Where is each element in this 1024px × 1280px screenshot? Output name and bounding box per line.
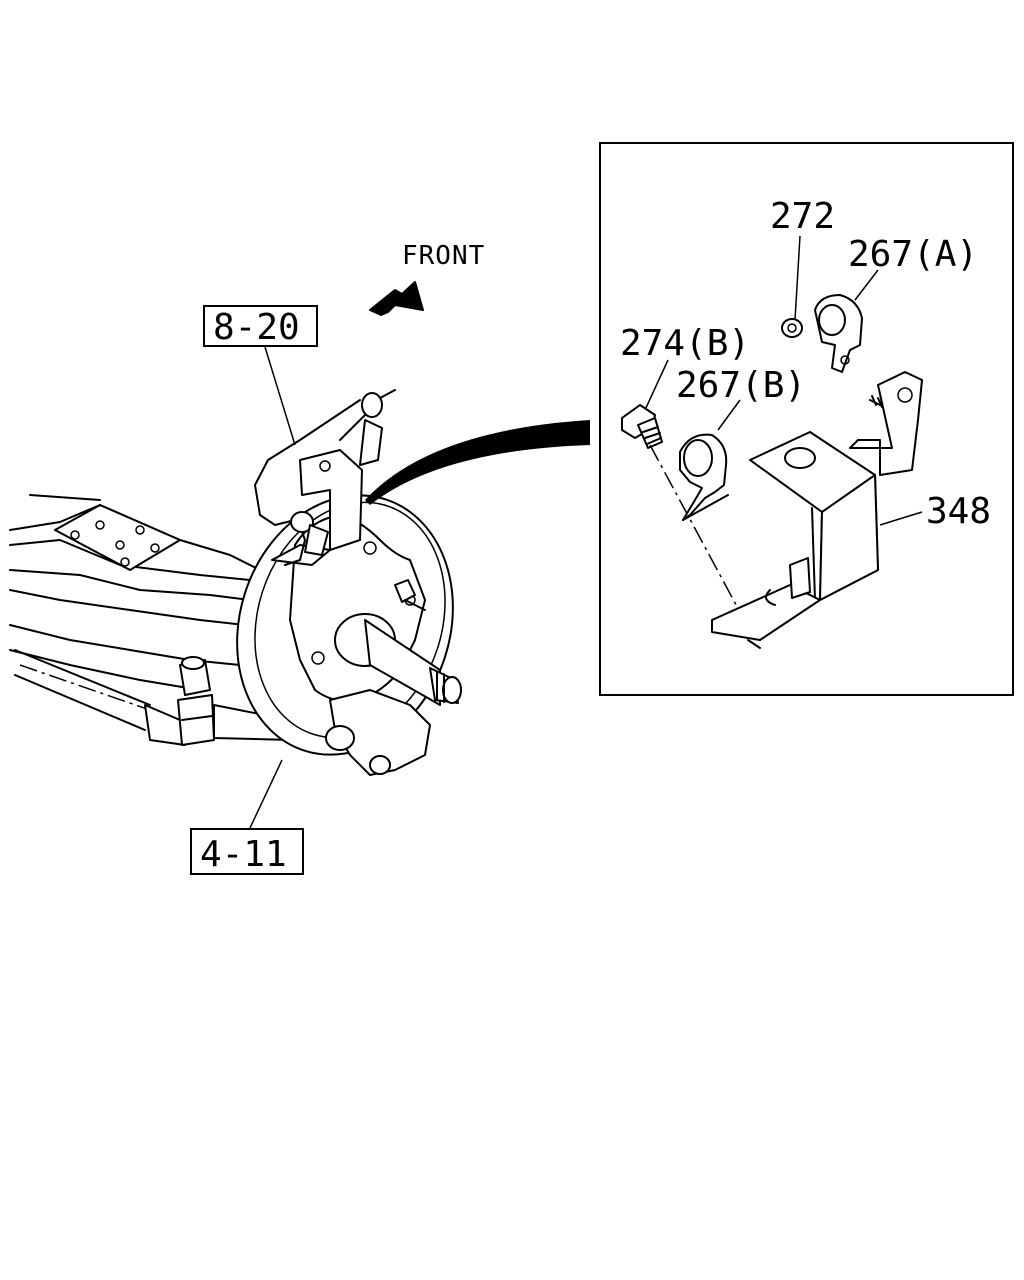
part-272-label: 272 xyxy=(770,196,835,237)
front-label: FRONT xyxy=(402,241,485,271)
nut-272 xyxy=(781,318,803,338)
axle-assembly xyxy=(9,389,462,776)
part-267b-label: 267(B) xyxy=(676,365,806,406)
callout-box xyxy=(203,305,318,347)
clip-267a xyxy=(814,294,863,373)
callout-8-20-label: 8-20 xyxy=(213,307,300,348)
clip-267b xyxy=(679,433,729,521)
callout-8-20: 8-20 xyxy=(203,305,318,446)
bracket-348 xyxy=(711,371,923,649)
bolt-274b xyxy=(621,404,756,641)
callout-4-11: 4-11 xyxy=(190,759,304,875)
callout-4-11-label: 4-11 xyxy=(200,834,287,875)
detail-view: 272 267(A) 274(B) 267(B) 348 xyxy=(599,142,1014,696)
part-348-label: 348 xyxy=(926,491,991,532)
part-267a-label: 267(A) xyxy=(848,234,978,275)
detail-leader xyxy=(365,420,590,505)
front-direction-arrow: FRONT xyxy=(369,241,485,316)
callout-box xyxy=(190,828,304,875)
part-274b-label: 274(B) xyxy=(620,323,750,364)
